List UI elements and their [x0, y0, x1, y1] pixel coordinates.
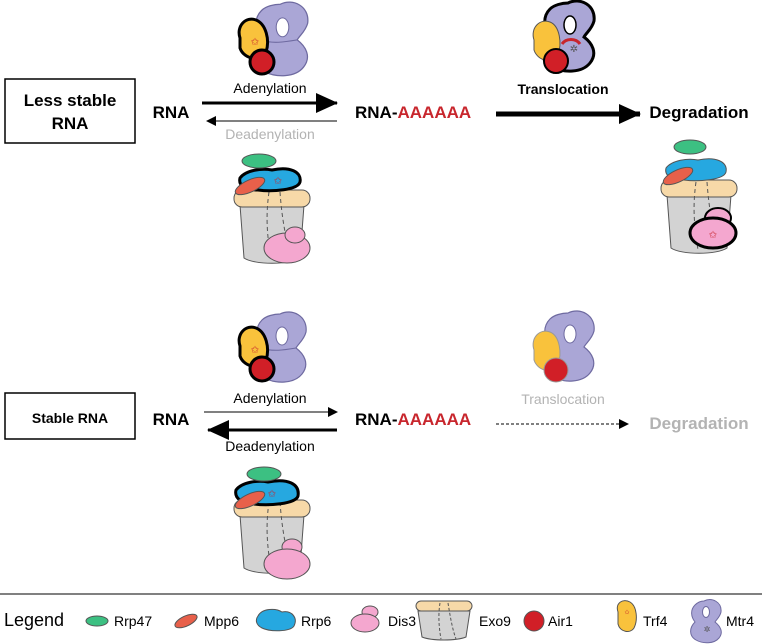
- legend-rrp47: Rrp47: [85, 613, 152, 629]
- legend-dis3: Dis3: [350, 605, 416, 633]
- top-mtr4-gear-icon: ✲: [570, 44, 578, 55]
- bottom-poly-a-rna: RNA-AAAAAA: [355, 410, 471, 429]
- top-tramp-complex: ✩: [237, 1, 309, 77]
- bottom-degradation-label: Degradation: [649, 414, 748, 433]
- top-degradation-exosome: ✩: [660, 139, 738, 254]
- bottom-exosome-complex: ✩: [233, 466, 311, 580]
- legend-rrp47-label: Rrp47: [114, 613, 152, 629]
- legend-trf4-label: Trf4: [643, 613, 668, 629]
- bottom-trf4-star-icon: ✩: [251, 345, 260, 356]
- top-translocation-label: Translocation: [517, 81, 608, 97]
- legend-exo9: Exo9: [415, 600, 511, 641]
- top-adenylation-label: Adenylation: [233, 80, 306, 96]
- stable-rna-label: Stable RNA: [32, 410, 108, 426]
- less-stable-label-line2: RNA: [52, 114, 89, 133]
- mpp6-icon: [174, 613, 198, 629]
- bottom-rna-prefix: RNA-: [355, 410, 398, 429]
- bottom-adenylation-label: Adenylation: [233, 390, 306, 406]
- air1-icon: [523, 610, 545, 632]
- legend-trf4: ✩ Trf4: [616, 600, 668, 632]
- top-dis3-star-icon: ✩: [709, 230, 718, 241]
- stable-rna-box: [4, 392, 136, 440]
- mtr4-icon: [690, 599, 722, 644]
- legend-dis3-label: Dis3: [388, 613, 416, 629]
- bottom-rna-label: RNA: [153, 410, 190, 429]
- top-degradation-label: Degradation: [649, 103, 748, 122]
- legend-mpp6: Mpp6: [174, 613, 239, 629]
- bottom-poly-a-tail: AAAAAA: [398, 410, 472, 429]
- top-trf4-star-icon: ✩: [251, 37, 260, 48]
- top-rna-prefix: RNA-: [355, 103, 398, 122]
- bottom-rrp6-star-icon: ✩: [268, 489, 277, 500]
- top-rrp6-star-icon: ✩: [274, 176, 283, 187]
- bottom-translocation-tramp: [532, 310, 595, 383]
- bottom-tramp-complex: ✩: [237, 311, 307, 383]
- top-poly-a-rna: RNA-AAAAAA: [355, 103, 471, 122]
- legend-mpp6-label: Mpp6: [204, 613, 239, 629]
- rrp6-icon: [255, 608, 296, 632]
- legend-rrp6: Rrp6: [255, 608, 332, 632]
- legend-exo9-label: Exo9: [479, 613, 511, 629]
- top-air1-icon: [248, 48, 276, 76]
- mtr4-gear-icon: ✲: [704, 625, 711, 634]
- less-stable-label-line1: Less stable: [24, 91, 117, 110]
- exo9-icon: [417, 610, 471, 641]
- legend-air1-label: Air1: [548, 613, 573, 629]
- legend-title: Legend: [4, 610, 64, 630]
- legend-mtr4: ✲ Mtr4: [690, 599, 754, 644]
- trf4-icon: [616, 600, 637, 632]
- top-poly-a-tail: AAAAAA: [398, 103, 472, 122]
- legend-air1: Air1: [523, 610, 573, 632]
- bottom-air1-icon: [248, 355, 276, 383]
- legend-mtr4-label: Mtr4: [726, 613, 754, 629]
- top-rna-label: RNA: [153, 103, 190, 122]
- rrp47-icon: [85, 615, 109, 627]
- top-translocation-tramp: ✲: [532, 0, 596, 74]
- legend-rrp6-label: Rrp6: [301, 613, 332, 629]
- less-stable-box: [4, 78, 136, 144]
- top-exosome-complex: ✩: [233, 153, 311, 264]
- bottom-translocation-label: Translocation: [521, 391, 605, 407]
- svg-text:✩: ✩: [624, 609, 629, 616]
- top-deadenylation-label: Deadenylation: [225, 126, 315, 142]
- bottom-deadenylation-label: Deadenylation: [225, 438, 315, 454]
